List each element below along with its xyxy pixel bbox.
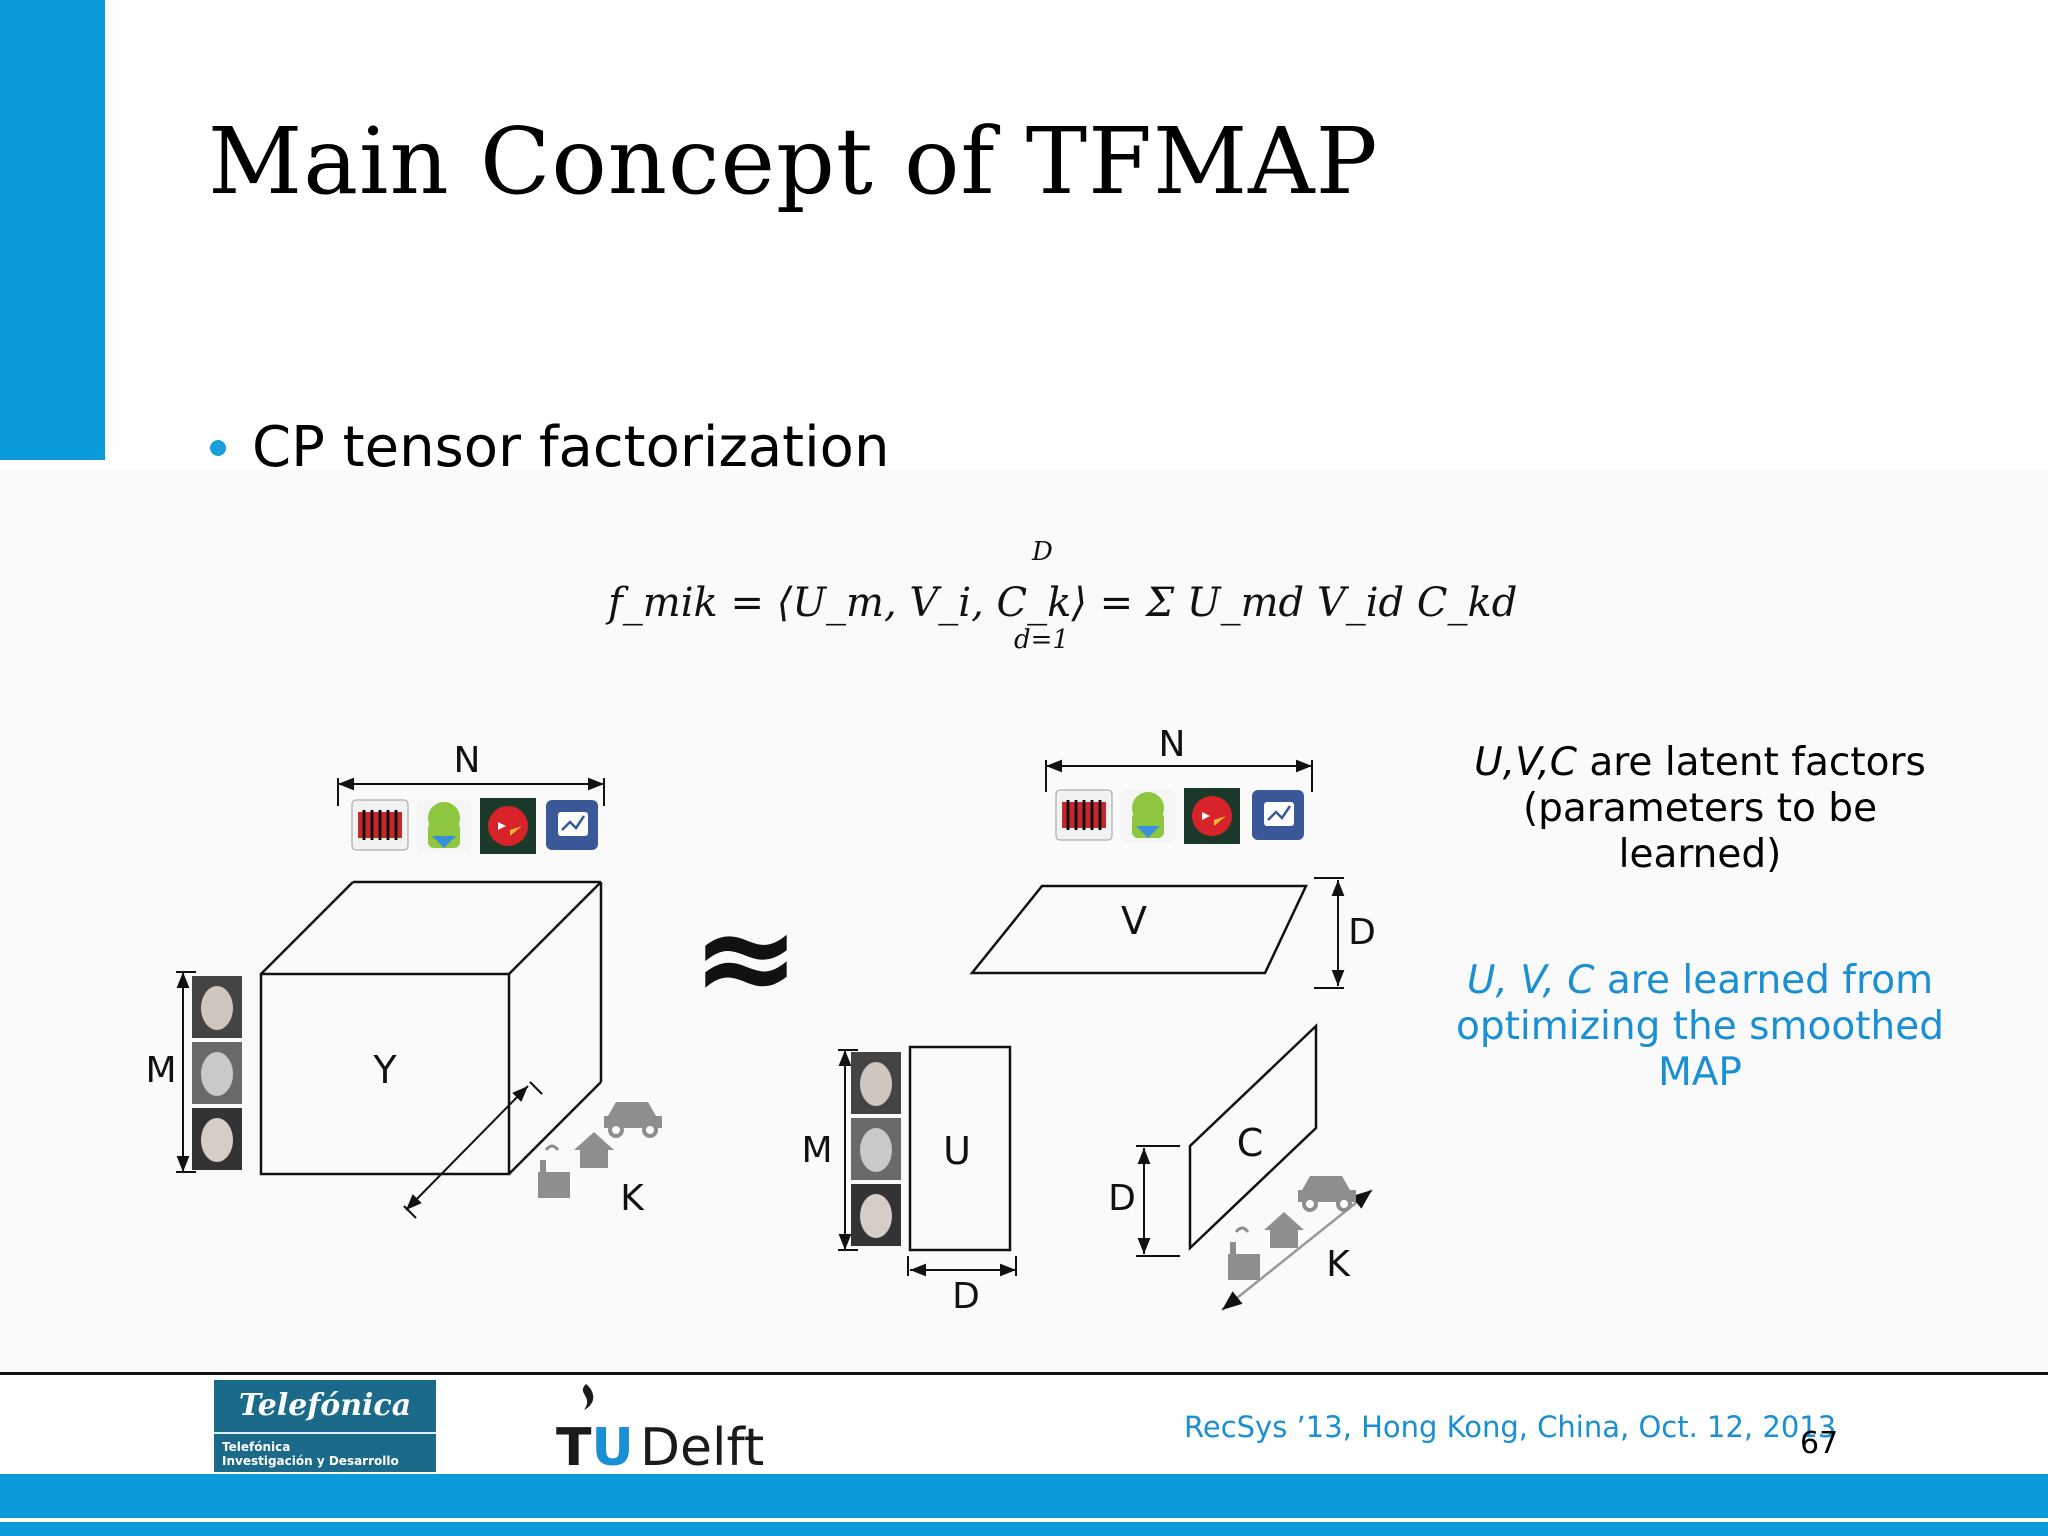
label-d-v: D xyxy=(1348,912,1376,953)
label-d-c: D xyxy=(1108,1178,1136,1219)
sigma-lower-limit: d=1 xyxy=(1014,625,1069,655)
factor-v-plane xyxy=(969,884,1308,975)
note-learned-italic: U, V, C xyxy=(1466,958,1595,1003)
telefonica-logo: Telefónica Telefónica Investigación y De… xyxy=(214,1380,436,1472)
note-learned-from: U, V, C are learned from optimizing the … xyxy=(1440,958,1960,1096)
factory-icon xyxy=(538,1144,570,1198)
bullet-text: CP tensor factorization xyxy=(252,415,890,480)
barcode-app-icon xyxy=(1055,789,1113,841)
bullet-item: CP tensor factorization xyxy=(210,415,889,480)
car-icon xyxy=(604,1102,662,1138)
side-accent-bar xyxy=(0,0,105,460)
chat-app-icon xyxy=(546,800,598,850)
note-learned-rest: are learned from xyxy=(1594,958,1934,1003)
dim-arrow-k-left xyxy=(405,1085,529,1211)
label-n-left: N xyxy=(454,740,481,781)
app-icons-left xyxy=(351,798,598,854)
user-face-photo xyxy=(851,1118,901,1180)
telefonica-sub1: Telefónica xyxy=(222,1440,291,1454)
sigma-upper-limit: D xyxy=(1032,537,1053,567)
note-latent-factors: U,V,C are latent factors (parameters to … xyxy=(1440,740,1960,878)
app-icons-right xyxy=(1055,788,1304,844)
approx-symbol: ≈ xyxy=(692,881,801,1033)
tudelft-tu: TU xyxy=(556,1418,634,1478)
bullet-dot xyxy=(210,439,226,456)
android-app-icon xyxy=(416,800,472,852)
user-face-photo xyxy=(192,1042,242,1104)
tudelft-delft: Delft xyxy=(640,1418,765,1478)
context-icons-c xyxy=(1228,1176,1356,1280)
tudelft-logo: TU Delft xyxy=(556,1380,776,1478)
label-m-left: M xyxy=(145,1050,176,1091)
note-latent-italic: U,V,C xyxy=(1474,740,1577,785)
tensor-y-cube xyxy=(259,880,603,1176)
label-n-right: N xyxy=(1159,724,1186,765)
user-face-photo xyxy=(192,976,242,1038)
label-k-c: K xyxy=(1326,1244,1351,1285)
user-photos-u xyxy=(851,1052,901,1246)
user-face-photo xyxy=(192,1108,242,1170)
footer-divider xyxy=(0,1372,2048,1375)
barcode-app-icon xyxy=(351,799,409,851)
user-photos-left xyxy=(192,976,242,1170)
note-learned-line2: optimizing the smoothed MAP xyxy=(1456,1004,1944,1095)
factor-u-matrix xyxy=(908,1045,1012,1252)
page-number: 67 xyxy=(1800,1426,1839,1461)
label-u: U xyxy=(943,1129,971,1173)
car-icon xyxy=(1298,1176,1356,1212)
label-k-left: K xyxy=(620,1178,645,1219)
tudelft-tu-text: TU xyxy=(556,1418,634,1478)
note-latent-line2: (parameters to be learned) xyxy=(1522,786,1878,877)
label-v: V xyxy=(1121,899,1147,943)
label-y: Y xyxy=(372,1048,397,1092)
slide-title: Main Concept of TFMAP xyxy=(208,108,1379,215)
content-panel xyxy=(0,470,2048,1370)
house-icon xyxy=(574,1132,614,1168)
flame-icon xyxy=(582,1384,594,1410)
label-d-u: D xyxy=(952,1276,980,1317)
user-face-photo xyxy=(851,1184,901,1246)
house-icon xyxy=(1264,1212,1304,1248)
formula-main: f_mik = ⟨U_m, V_i, C_k⟩ = Σ U_md V_id C_… xyxy=(608,580,1518,626)
label-m-u: M xyxy=(801,1130,832,1171)
angry-birds-app-icon xyxy=(1184,788,1240,844)
bottom-accent-bar xyxy=(0,1474,2048,1518)
telefonica-sub2: Investigación y Desarrollo xyxy=(222,1454,399,1468)
chat-app-icon xyxy=(1252,790,1304,840)
note-latent-rest: are latent factors xyxy=(1576,740,1926,785)
angry-birds-app-icon xyxy=(480,798,536,854)
context-icons-left xyxy=(538,1102,662,1198)
bottom-accent-strip xyxy=(0,1522,2048,1536)
factory-icon xyxy=(1228,1226,1260,1280)
conference-footer: RecSys ’13, Hong Kong, China, Oct. 12, 2… xyxy=(1184,1410,1837,1444)
user-face-photo xyxy=(851,1052,901,1114)
factor-c-plane xyxy=(1188,1023,1318,1251)
label-c: C xyxy=(1237,1121,1264,1165)
telefonica-brand: Telefónica xyxy=(238,1388,412,1423)
android-app-icon xyxy=(1120,790,1176,842)
